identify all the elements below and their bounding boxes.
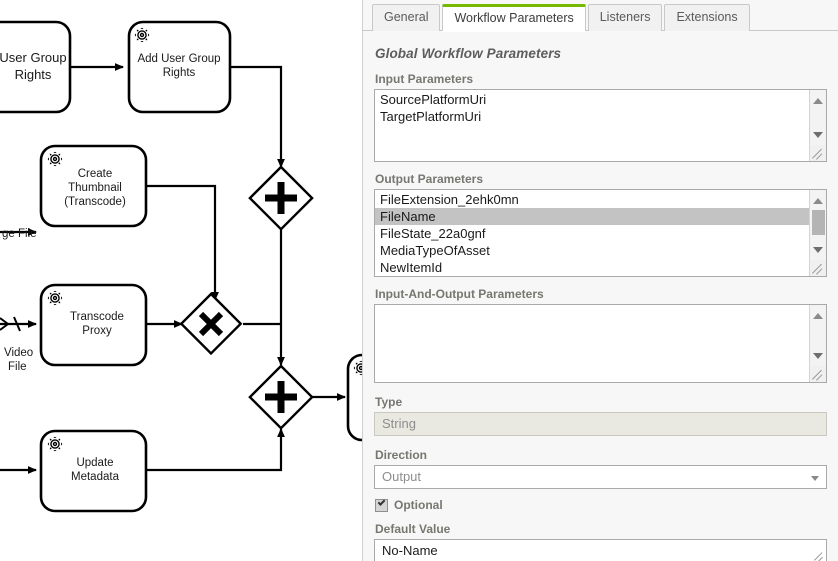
scroll-up-icon[interactable] bbox=[810, 192, 826, 209]
input-and-output-parameters-scrollbar[interactable] bbox=[809, 305, 826, 382]
output-parameters-scrollbar[interactable] bbox=[809, 190, 826, 276]
resize-grip-icon[interactable] bbox=[810, 145, 826, 161]
direction-select[interactable]: Output bbox=[374, 465, 827, 489]
data-object-image-file: ge File bbox=[2, 228, 37, 240]
gateway-parallel-bottom[interactable] bbox=[248, 364, 314, 430]
check-icon bbox=[377, 497, 386, 506]
optional-checkbox-row[interactable]: Optional bbox=[375, 497, 827, 512]
default-value-label: Default Value bbox=[375, 522, 451, 536]
svg-text:Transcode: Transcode bbox=[70, 311, 124, 323]
svg-text:(Transcode): (Transcode) bbox=[64, 196, 126, 208]
list-item[interactable]: NewItemId bbox=[380, 260, 443, 275]
optional-label: Optional bbox=[394, 498, 443, 512]
task-transcode-proxy[interactable]: Transcode Proxy bbox=[39, 283, 148, 367]
data-object-video-file: Video File bbox=[4, 347, 33, 373]
tab-extensions[interactable]: Extensions bbox=[664, 4, 750, 31]
input-parameters-scrollbar[interactable] bbox=[809, 90, 826, 161]
input-parameters-items: SourcePlatformUri TargetPlatformUri bbox=[375, 90, 809, 161]
scroll-down-icon[interactable] bbox=[810, 126, 826, 143]
list-item[interactable]: FileExtension_2ehk0mn bbox=[380, 192, 519, 207]
output-parameters-items: FileExtension_2ehk0mn FileName FileState… bbox=[375, 190, 809, 276]
input-and-output-parameters-label: Input-And-Output Parameters bbox=[375, 287, 544, 301]
output-parameters-label: Output Parameters bbox=[375, 172, 484, 186]
section-title: Global Workflow Parameters bbox=[375, 46, 562, 61]
default-value-input[interactable]: No-Name bbox=[374, 539, 827, 561]
scroll-down-icon[interactable] bbox=[810, 241, 826, 258]
direction-label: Direction bbox=[375, 448, 428, 462]
svg-text:User Group: User Group bbox=[0, 50, 67, 65]
type-label: Type bbox=[375, 395, 403, 409]
resize-grip-icon[interactable] bbox=[813, 549, 826, 561]
svg-text:Metadata: Metadata bbox=[71, 471, 120, 483]
task-add-user-group-rights[interactable]: Add User Group Rights bbox=[127, 20, 232, 114]
tab-general[interactable]: General bbox=[372, 4, 441, 31]
list-item[interactable]: SourcePlatformUri bbox=[380, 92, 487, 107]
task-create-thumbnail[interactable]: Create Thumbnail (Transcode) bbox=[39, 144, 148, 228]
svg-text:Video: Video bbox=[4, 347, 33, 359]
svg-text:Proxy: Proxy bbox=[82, 325, 112, 337]
list-item[interactable]: MediaTypeOfAsset bbox=[380, 243, 490, 258]
optional-checkbox[interactable] bbox=[375, 497, 388, 512]
gateway-exclusive[interactable] bbox=[179, 292, 243, 356]
task-update-metadata[interactable]: Update Metadata bbox=[39, 429, 148, 513]
gateway-parallel-top[interactable] bbox=[248, 165, 314, 231]
list-item-selected[interactable]: FileName bbox=[375, 208, 809, 225]
svg-text:Update: Update bbox=[76, 457, 113, 469]
svg-text:Create: Create bbox=[78, 168, 113, 180]
bpmn-diagram-canvas[interactable]: User Group Rights Add User Group Rights … bbox=[0, 0, 362, 561]
svg-text:Thumbnail: Thumbnail bbox=[68, 182, 122, 194]
svg-text:Add User Group: Add User Group bbox=[137, 53, 220, 65]
resize-grip-icon[interactable] bbox=[810, 260, 826, 276]
list-item[interactable]: TargetPlatformUri bbox=[380, 109, 482, 124]
input-and-output-parameters-listbox[interactable] bbox=[374, 304, 827, 383]
direction-value: Output bbox=[382, 469, 422, 484]
output-parameters-listbox[interactable]: FileExtension_2ehk0mn FileName FileState… bbox=[374, 189, 827, 277]
scroll-down-icon[interactable] bbox=[810, 347, 826, 364]
scrollbar-thumb[interactable] bbox=[812, 210, 825, 235]
svg-text:Rights: Rights bbox=[163, 67, 196, 79]
default-value-text: No-Name bbox=[382, 543, 438, 558]
tab-listeners[interactable]: Listeners bbox=[587, 4, 663, 31]
type-field: String bbox=[374, 412, 827, 436]
input-parameters-listbox[interactable]: SourcePlatformUri TargetPlatformUri bbox=[374, 89, 827, 162]
workflow-parameters-form: Global Workflow Parameters Input Paramet… bbox=[363, 31, 838, 561]
svg-text:Rights: Rights bbox=[15, 67, 52, 82]
chevron-down-icon[interactable] bbox=[811, 476, 819, 481]
svg-text:File: File bbox=[8, 361, 27, 373]
resize-grip-icon[interactable] bbox=[810, 366, 826, 382]
input-parameters-label: Input Parameters bbox=[375, 72, 474, 86]
input-and-output-parameters-items bbox=[375, 305, 809, 382]
scroll-up-icon[interactable] bbox=[810, 307, 826, 324]
task-user-group-rights[interactable]: User Group Rights bbox=[0, 20, 72, 114]
tab-workflow-parameters[interactable]: Workflow Parameters bbox=[442, 4, 586, 31]
task-partial-right[interactable] bbox=[346, 353, 362, 442]
list-item[interactable]: FileState_22a0gnf bbox=[380, 226, 486, 241]
scroll-up-icon[interactable] bbox=[810, 92, 826, 109]
